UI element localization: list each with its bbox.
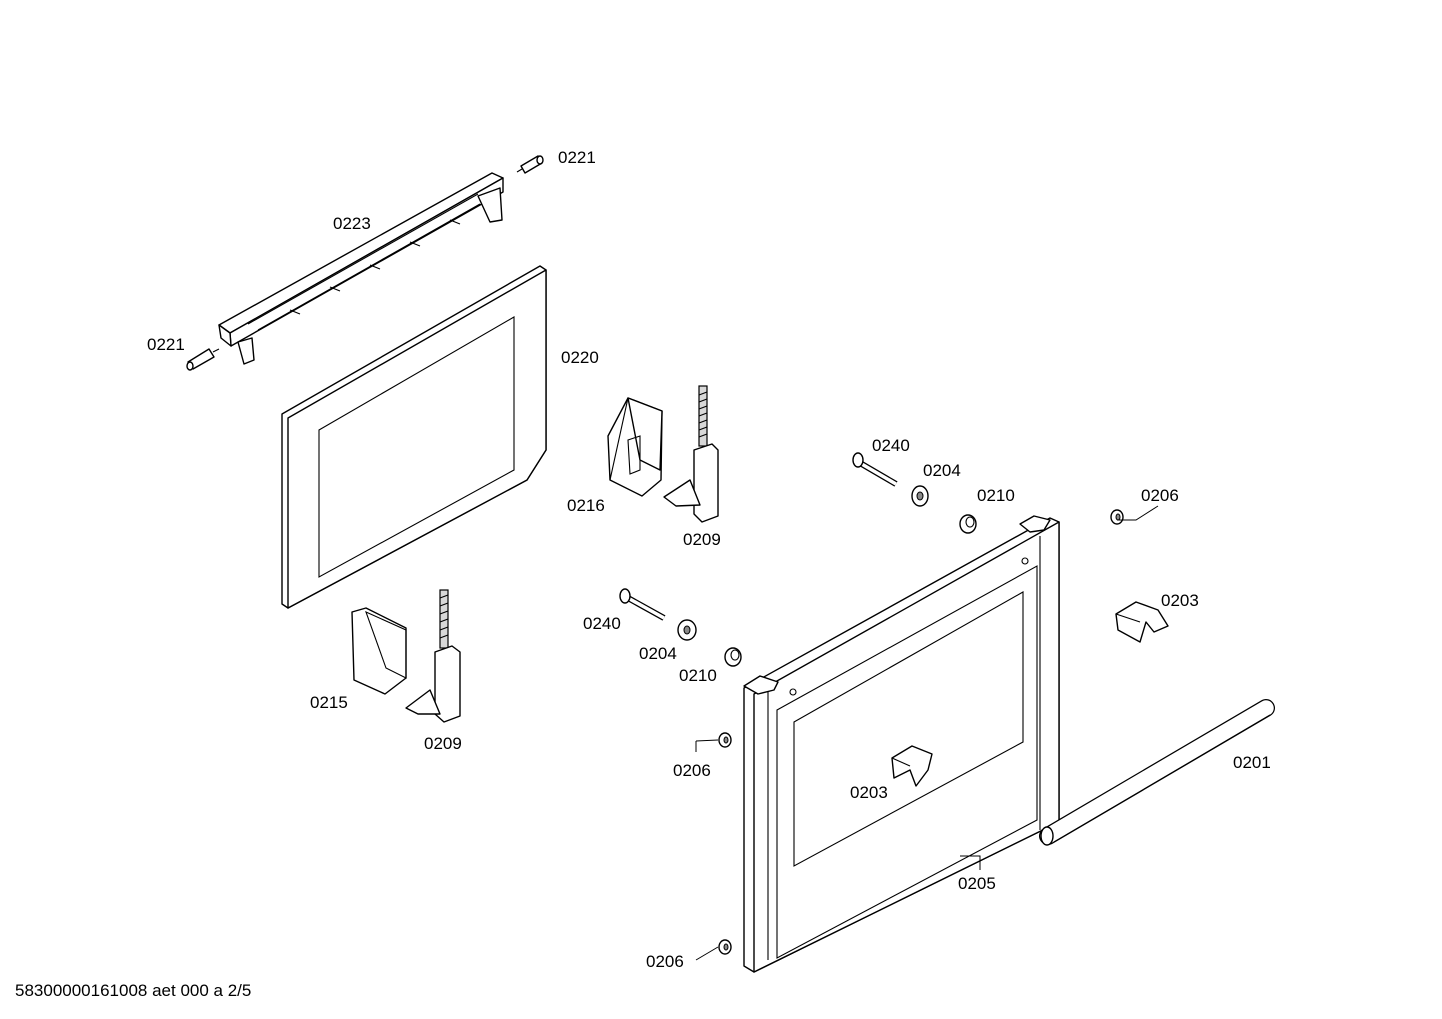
part-0206-nut-bottom — [718, 939, 732, 955]
label-0206-right: 0206 — [1141, 486, 1179, 505]
part-0206-nut-right — [1110, 509, 1124, 525]
part-0205-outer-door-panel — [743, 515, 1060, 973]
label-0221-left: 0221 — [147, 335, 185, 354]
part-0223-door-top-rail — [218, 172, 504, 365]
label-0215: 0215 — [310, 693, 348, 712]
label-0206-bottom: 0206 — [646, 952, 684, 971]
part-0204-washer-upper — [911, 485, 929, 507]
part-0221-pin-left — [186, 348, 220, 371]
label-0210-lower: 0210 — [679, 666, 717, 685]
part-0220-inner-glass-panel — [281, 265, 547, 609]
part-0206-nut-middle — [718, 732, 732, 748]
label-0221-top: 0221 — [558, 148, 596, 167]
label-0206-middle: 0206 — [673, 761, 711, 780]
part-0210-spacer-lower — [724, 647, 742, 667]
leader-lines — [695, 505, 1159, 961]
drawing-reference-code: 58300000161008 aet 000 a 2/5 — [15, 981, 252, 1000]
label-0209-lower: 0209 — [424, 734, 462, 753]
label-0216: 0216 — [567, 496, 605, 515]
part-0215-hinge-bracket — [351, 607, 407, 695]
part-0209-hinge-lower — [405, 589, 461, 723]
label-0223: 0223 — [333, 214, 371, 233]
label-0240-lower: 0240 — [583, 614, 621, 633]
part-0204-washer-lower — [677, 619, 697, 641]
part-0221-pin-top — [516, 155, 544, 174]
part-labels: 0221 0223 0221 0220 0216 0209 0240 0204 … — [147, 148, 1271, 971]
label-0240-upper: 0240 — [872, 436, 910, 455]
label-0210-upper: 0210 — [977, 486, 1015, 505]
label-0201: 0201 — [1233, 753, 1271, 772]
label-0209-upper: 0209 — [683, 530, 721, 549]
label-0220: 0220 — [561, 348, 599, 367]
part-0210-spacer-upper — [959, 514, 977, 534]
label-0203-right: 0203 — [1161, 591, 1199, 610]
part-0240-screw-lower — [619, 588, 666, 621]
part-0216-hinge-bracket — [607, 397, 663, 497]
label-0203-center: 0203 — [850, 783, 888, 802]
label-0204-upper: 0204 — [923, 461, 961, 480]
label-0204-lower: 0204 — [639, 644, 677, 663]
part-0209-hinge-upper — [663, 385, 719, 523]
part-0201-handle-bar — [1039, 699, 1275, 846]
label-0205: 0205 — [958, 874, 996, 893]
part-0203-handle-bracket-center — [891, 745, 933, 787]
part-0203-handle-bracket-right — [1115, 601, 1169, 643]
part-0240-screw-upper — [852, 452, 898, 487]
